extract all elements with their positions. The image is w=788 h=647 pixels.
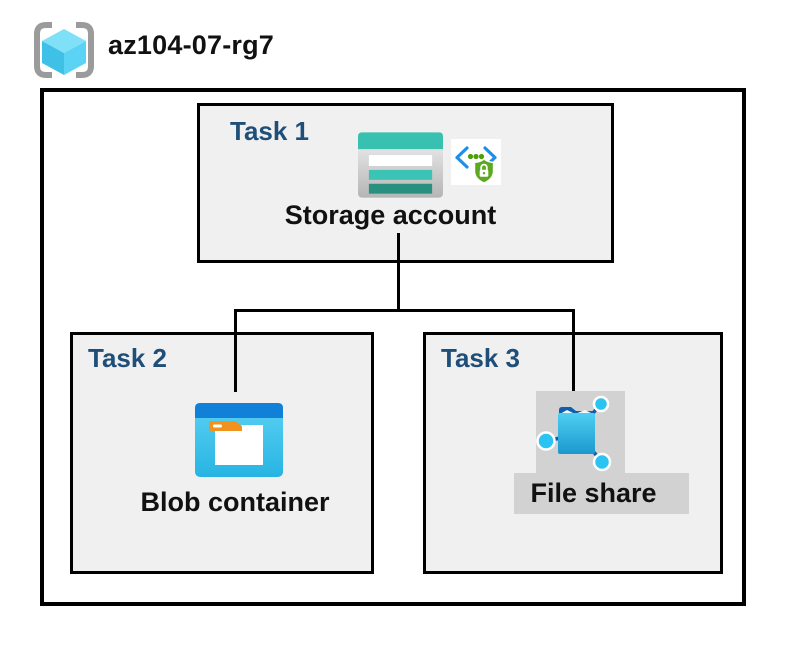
task2-label: Task 2 (88, 343, 168, 373)
connector-to-blob-container (234, 309, 237, 392)
storage-account-label: Storage account (284, 200, 497, 230)
file-share-icon (536, 395, 612, 472)
file-share-label: File share (530, 478, 657, 508)
blob-container-icon (195, 403, 283, 477)
blob-container-label: Blob container (140, 487, 330, 517)
resource-group-title: az104-07-rg7 (108, 30, 274, 60)
connector-branch-horizontal (234, 309, 575, 312)
file-share-label-band: File share (514, 473, 689, 514)
task3-label: Task 3 (441, 343, 521, 373)
file-share-icon-panel (536, 391, 625, 474)
resource-group-icon (34, 22, 94, 78)
task1-label: Task 1 (230, 116, 310, 146)
task1-box: Task 1 (197, 103, 614, 263)
task1-icon-row (358, 132, 501, 198)
connector-storage-trunk (397, 233, 400, 312)
connector-to-file-share (572, 309, 575, 391)
task2-box: Task 2 Blob container (70, 332, 374, 574)
secure-endpoint-icon (451, 139, 501, 185)
storage-account-icon (358, 132, 443, 198)
